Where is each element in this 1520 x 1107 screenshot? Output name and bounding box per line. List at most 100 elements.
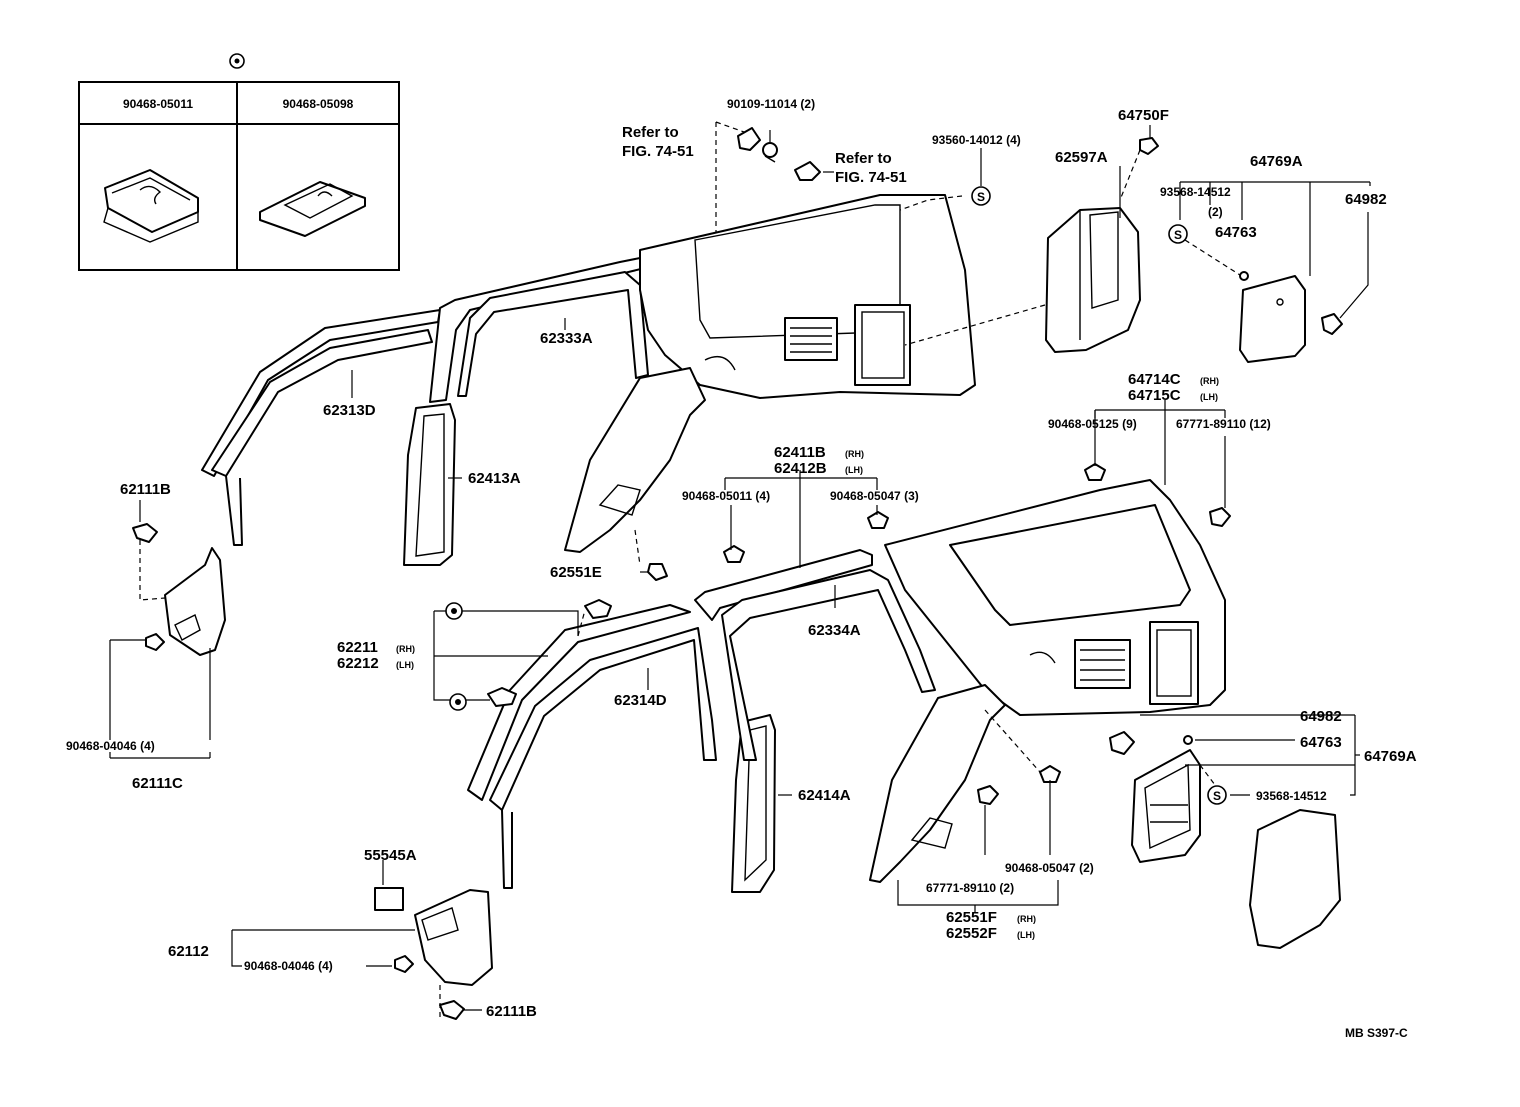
part-wheelhouse-upper: [564, 367, 706, 553]
clip-90468-05011-icon: [103, 169, 199, 243]
label-67771-top: 67771-89110 (12): [1176, 417, 1271, 431]
label-64750F: 64750F: [1118, 107, 1169, 124]
part-62211-clip-lower-icon: [487, 687, 517, 707]
part-62551E-icon: [647, 563, 668, 581]
label-62112: 62112: [168, 943, 209, 960]
part-67771-clip-bottom-icon: [977, 785, 999, 805]
part-62111B-bot-icon: [439, 1000, 465, 1020]
part-62112: [414, 889, 493, 986]
part-62413A: [403, 403, 456, 566]
clip-inset-table: 90468-05011 90468-05098: [78, 53, 400, 271]
label-62334A: 62334A: [808, 622, 861, 639]
part-90468-05011-clip-icon: [723, 545, 745, 563]
s-mark-top-icon: [971, 186, 991, 206]
label-64714C: 64714C: [1128, 371, 1181, 388]
part-90468-05047-clip-bottom-icon: [1039, 765, 1061, 783]
part-62314D: [467, 604, 717, 889]
label-64715C: 64715C: [1128, 387, 1181, 404]
label-64715C-sfx: (LH): [1200, 392, 1218, 402]
part-cover-bottom: [1249, 809, 1341, 949]
part-62414A: [731, 714, 776, 893]
s-mark-right-label: S: [1174, 228, 1182, 242]
part-90109-bolt-icon: [762, 142, 778, 158]
part-67771-clip-top-icon: [1209, 507, 1231, 527]
label-93568-top-qty: (2): [1208, 205, 1223, 219]
label-62333A: 62333A: [540, 330, 593, 347]
part-64763-top-icon: [1239, 271, 1249, 281]
label-90468-05011: 90468-05011 (4): [682, 489, 770, 503]
inset-col2-label: 90468-05098: [283, 97, 354, 111]
label-93560: 93560-14012 (4): [932, 133, 1021, 147]
label-62551F: 62551F: [946, 909, 997, 926]
label-62212: 62212: [337, 655, 379, 672]
part-64982-top-icon: [1321, 313, 1343, 335]
part-90468-05125-clip-icon: [1084, 463, 1106, 481]
label-90468-05047-bot: 90468-05047 (2): [1005, 861, 1094, 875]
label-refer2a: Refer to: [835, 150, 892, 167]
inset-col1-label: 90468-05011: [123, 97, 193, 111]
label-62551E: 62551E: [550, 564, 602, 581]
diagram-code: MB S397-C: [1345, 1026, 1408, 1040]
label-refer1b: FIG. 74-51: [622, 143, 694, 160]
label-refer1a: Refer to: [622, 124, 679, 141]
label-62314D: 62314D: [614, 692, 667, 709]
label-62551F-sfx: (RH): [1017, 914, 1036, 924]
clip-symbol-center-icon: [234, 58, 240, 64]
label-64769A-top: 64769A: [1250, 153, 1303, 170]
s-mark-bottom-label: S: [1213, 789, 1221, 803]
label-93568-top: 93568-14512: [1160, 185, 1231, 199]
s-mark-top-label: S: [977, 190, 985, 204]
part-62334A: [721, 569, 936, 761]
label-90468-04046-bot: 90468-04046 (4): [244, 959, 333, 973]
label-90468-04046-top: 90468-04046 (4): [66, 739, 155, 753]
part-62211-clip-upper-icon: [584, 599, 612, 619]
part-62111C: [164, 547, 226, 656]
label-90468-05125: 90468-05125 (9): [1048, 417, 1137, 431]
label-62412B: 62412B: [774, 460, 827, 477]
part-64750F-icon: [1139, 137, 1159, 155]
label-55545A: 55545A: [364, 847, 417, 864]
s-mark-bottom-icon: [1207, 785, 1227, 805]
part-lower-quarter-panel: [884, 479, 1226, 716]
label-64769A-bot: 64769A: [1364, 748, 1417, 765]
clip-90468-05098-icon: [259, 181, 366, 237]
label-62313D: 62313D: [323, 402, 376, 419]
label-62111C: 62111C: [132, 775, 183, 792]
part-64763-bot-icon: [1183, 735, 1193, 745]
label-64982-bot: 64982: [1300, 708, 1342, 725]
label-62552F: 62552F: [946, 925, 997, 942]
label-90468-05047-top: 90468-05047 (3): [830, 489, 919, 503]
label-90109: 90109-11014 (2): [727, 97, 815, 111]
label-64982-top: 64982: [1345, 191, 1387, 208]
label-62411B: 62411B: [774, 444, 826, 461]
label-62411B-sfx: (RH): [845, 449, 864, 459]
part-90468-04046-bot-icon: [394, 955, 414, 973]
label-62414A: 62414A: [798, 787, 851, 804]
label-64763-bot: 64763: [1300, 734, 1342, 751]
label-64714C-sfx: (RH): [1200, 376, 1219, 386]
label-93568-bot: 93568-14512: [1256, 789, 1327, 803]
part-62313D: [201, 309, 441, 546]
part-90468-04046-top-icon: [145, 633, 165, 651]
part-upper-quarter-panel: [639, 194, 976, 399]
part-refer-bracket-icon: [737, 127, 761, 151]
label-64763-top: 64763: [1215, 224, 1257, 241]
label-62211: 62211: [337, 639, 378, 656]
label-62211-sfx: (RH): [396, 644, 415, 654]
label-62552F-sfx: (LH): [1017, 930, 1035, 940]
part-64769A-top: [1239, 275, 1306, 363]
label-67771-bot: 67771-89110 (2): [926, 881, 1014, 895]
label-refer2b: FIG. 74-51: [835, 169, 907, 186]
part-wheelhouse-lower: [869, 684, 1006, 883]
label-62413A: 62413A: [468, 470, 521, 487]
label-62212-sfx: (LH): [396, 660, 414, 670]
part-64982-bot-icon: [1109, 731, 1135, 755]
s-mark-right-icon: [1168, 224, 1188, 244]
part-90468-05047-clip-icon: [867, 511, 889, 529]
label-62412B-sfx: (LH): [845, 465, 863, 475]
part-refer-clip-icon: [794, 161, 821, 181]
part-62333A: [457, 271, 649, 397]
label-62111B-top: 62111B: [120, 481, 171, 498]
part-62597A: [1045, 207, 1141, 353]
